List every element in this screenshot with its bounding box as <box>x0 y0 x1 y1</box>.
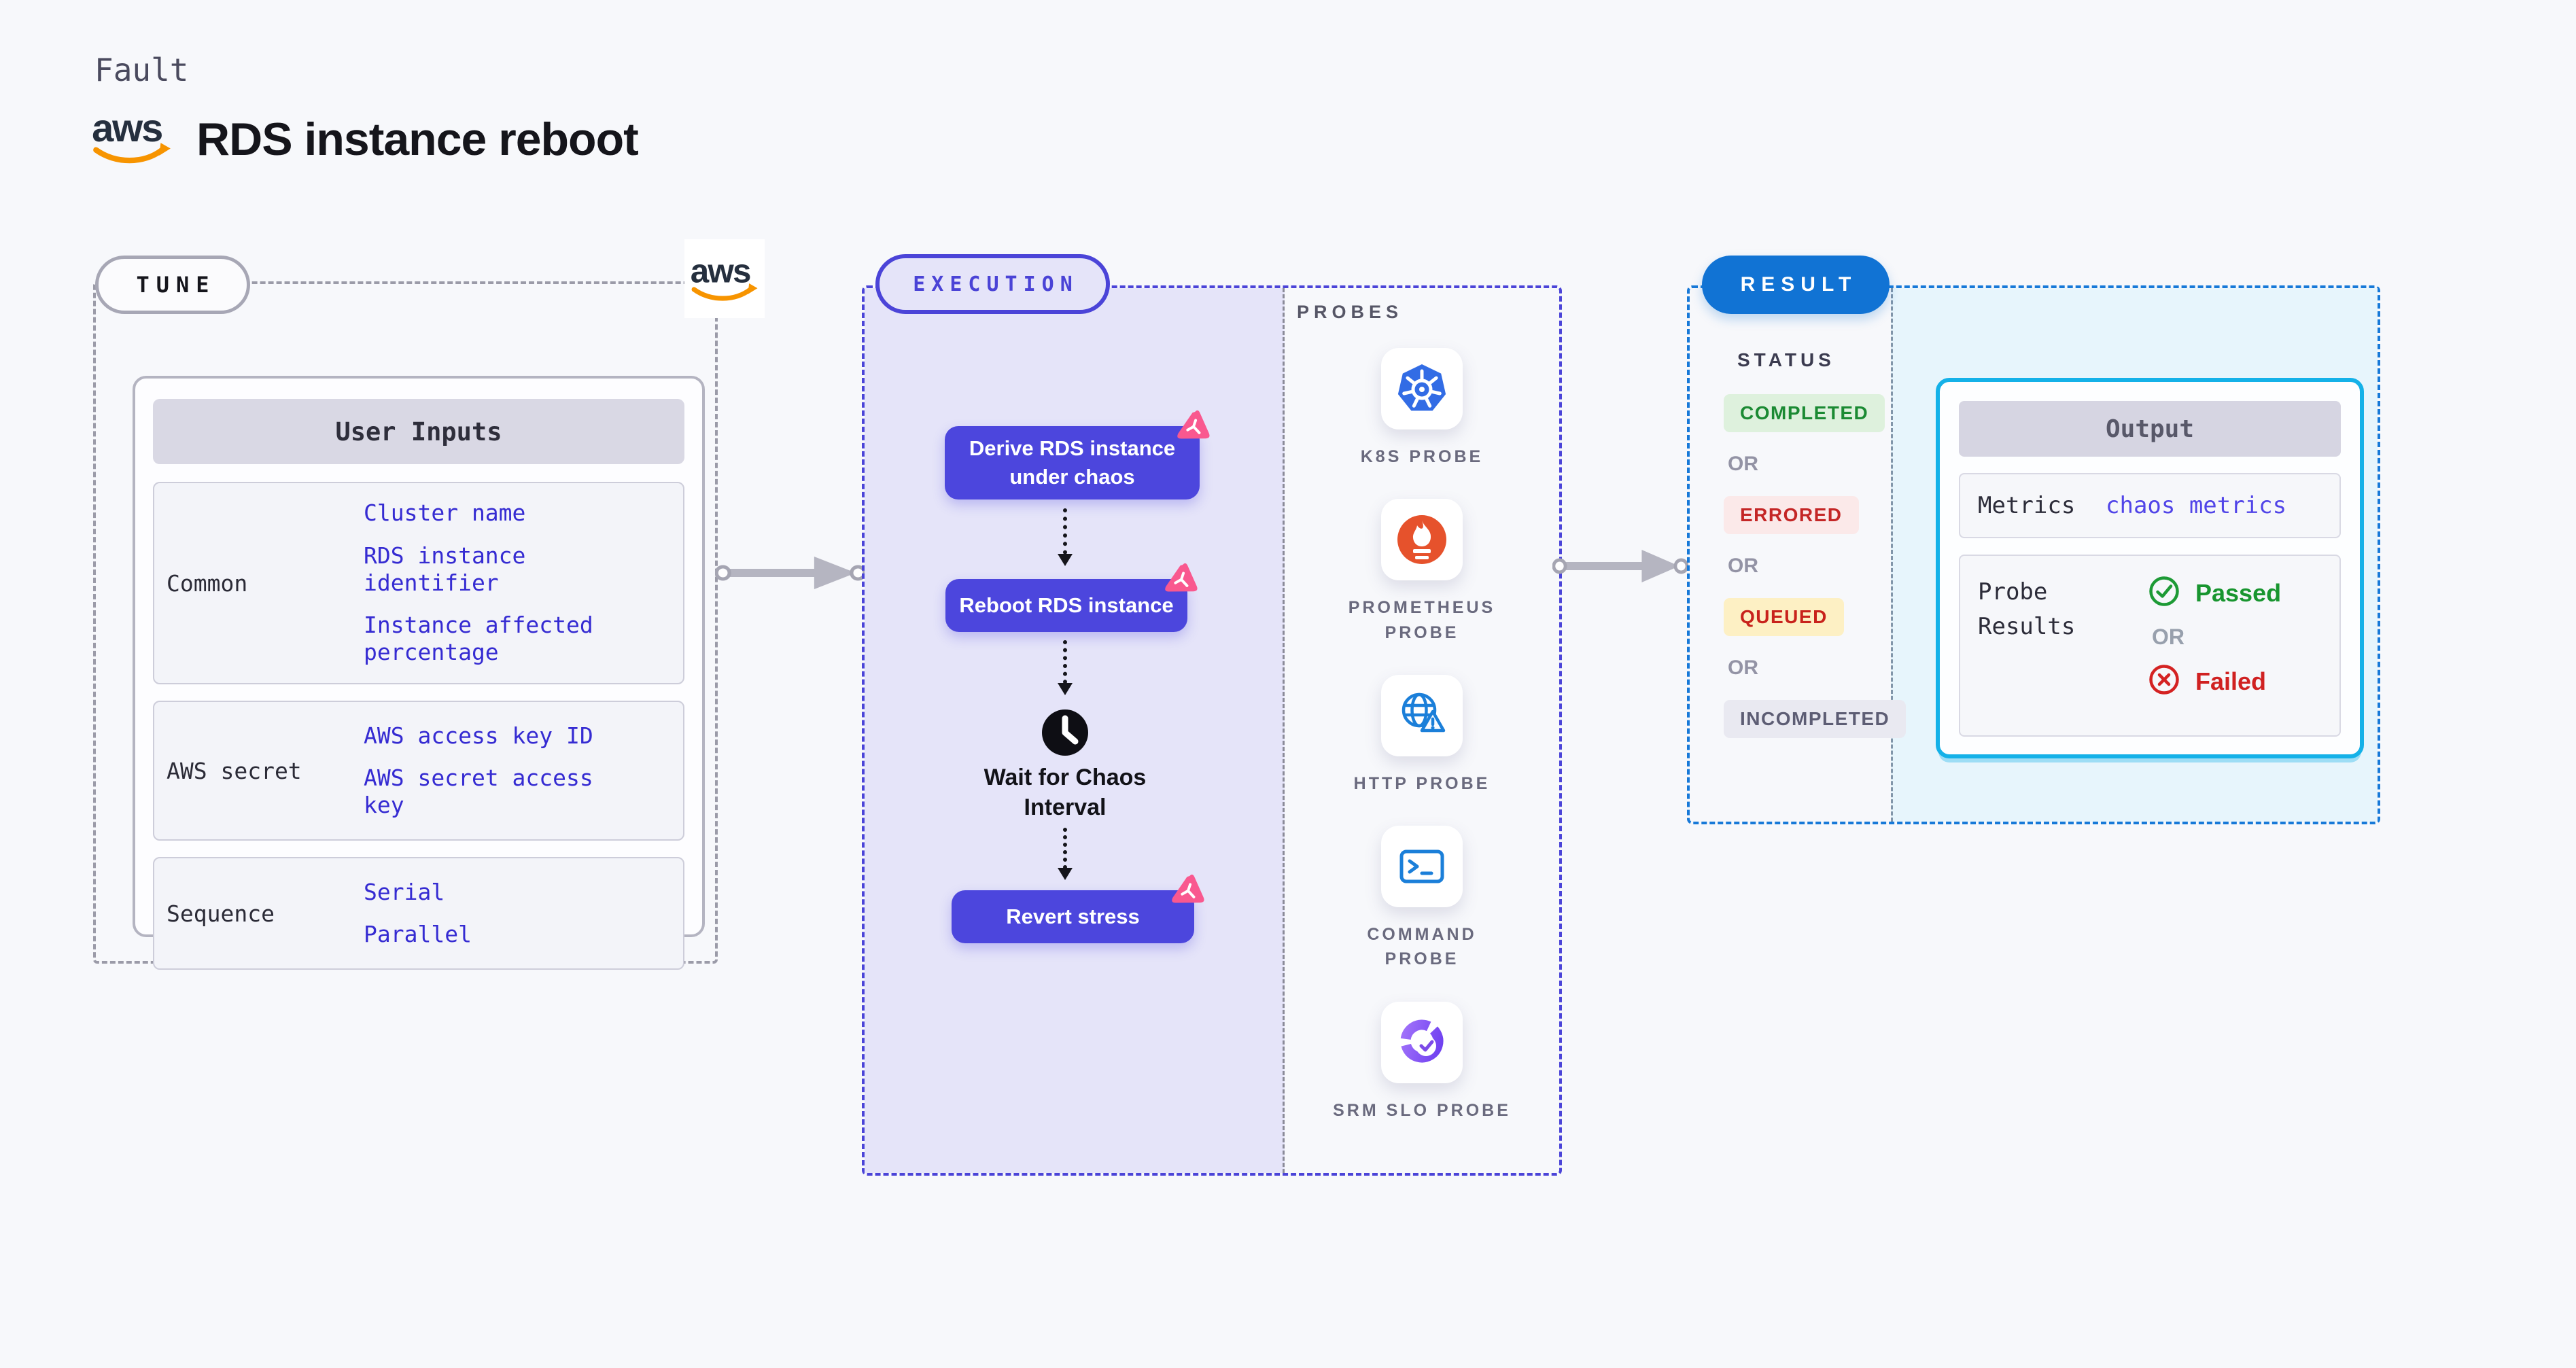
result-pill: RESULT <box>1702 256 1890 314</box>
probe-results-label: Probe Results <box>1978 578 2076 640</box>
terminal-icon <box>1381 826 1463 907</box>
probe-label: K8S PROBE <box>1360 447 1484 466</box>
output-card: Output Metrics chaos metrics Probe Resul… <box>1936 378 2364 758</box>
or-separator: OR <box>2152 625 2185 649</box>
node-label: Derive RDS instance under chaos <box>969 436 1176 489</box>
probe-label: COMMAND PROBE <box>1367 925 1477 969</box>
row-links: AWS access key ID AWS secret access key <box>364 722 629 820</box>
status-badge-incompleted: INCOMPLETED <box>1724 700 1907 738</box>
aws-icon <box>90 109 173 169</box>
user-inputs-card: User Inputs Common Cluster name RDS inst… <box>133 376 705 970</box>
status-badge-queued: QUEUED <box>1724 598 1844 636</box>
aws-icon <box>684 239 765 318</box>
chaos-litmus-icon <box>1172 404 1215 447</box>
probe-results-row: Probe Results Passed OR <box>1959 555 2341 737</box>
failed-label: Failed <box>2195 667 2267 695</box>
link-aws-access-key-id[interactable]: AWS access key ID <box>364 722 593 749</box>
status-badge-completed: COMPLETED <box>1724 394 1885 432</box>
row-label: AWS secret <box>167 757 302 784</box>
or-separator: OR <box>1728 555 1758 577</box>
node-reboot-rds-instance: Reboot RDS instance <box>945 559 1202 632</box>
probes-title: PROBES <box>1297 302 1404 322</box>
title-row: RDS instance reboot <box>90 109 639 169</box>
link-cluster-name[interactable]: Cluster name <box>364 499 526 527</box>
arrow-right-icon <box>1552 547 1689 589</box>
link-aws-secret-access-key[interactable]: AWS secret access key <box>364 764 593 819</box>
table-row-common: Common Cluster name RDS instance identif… <box>153 482 684 684</box>
passed-state: Passed <box>2148 575 2281 611</box>
x-circle-icon <box>2148 663 2180 699</box>
row-links: Cluster name RDS instance identifier Ins… <box>364 499 629 666</box>
kubernetes-icon <box>1380 348 1463 429</box>
link-instance-affected-percentage[interactable]: Instance affected percentage <box>364 612 593 666</box>
probe-label: PROMETHEUS PROBE <box>1348 598 1496 642</box>
row-label: Sequence <box>167 900 275 927</box>
execution-pill: EXECUTION <box>875 254 1110 314</box>
status-title: STATUS <box>1737 349 1835 370</box>
metrics-row: Metrics chaos metrics <box>1959 473 2341 538</box>
node-derive-rds-instance: Derive RDS instance under chaos <box>945 406 1215 499</box>
dotted-arrow-down-icon <box>1058 640 1073 695</box>
node-revert-stress: Revert stress <box>952 871 1209 943</box>
chaos-litmus-icon <box>1160 557 1203 600</box>
clock-icon <box>1041 708 1090 757</box>
table-row-sequence: Sequence Serial Parallel <box>153 857 684 970</box>
link-parallel[interactable]: Parallel <box>364 921 472 947</box>
wait-for-chaos-interval-label: Wait for Chaos Interval <box>984 765 1147 821</box>
probe-item-command: COMMAND PROBE <box>1330 826 1514 972</box>
status-badge-errored: ERRORED <box>1724 496 1859 534</box>
table-row-aws-secret: AWS secret AWS access key ID AWS secret … <box>153 701 684 841</box>
link-serial[interactable]: Serial <box>364 878 445 905</box>
probe-label: HTTP PROBE <box>1353 773 1491 793</box>
probe-label: SRM SLO PROBE <box>1333 1100 1511 1120</box>
probe-list: K8S PROBE PROMETHEUS PROBE <box>1282 348 1562 1123</box>
row-links: Serial Parallel <box>364 879 629 949</box>
probe-item-srm-slo: SRM SLO PROBE <box>1333 1001 1511 1123</box>
probe-result-states: Passed OR Failed <box>2148 575 2281 699</box>
chaos-metrics-link[interactable]: chaos metrics <box>2106 492 2287 519</box>
fault-kicker: Fault <box>94 52 189 88</box>
prometheus-icon <box>1381 499 1463 581</box>
passed-label: Passed <box>2195 578 2282 607</box>
or-separator: OR <box>1728 656 1758 679</box>
probe-item-prometheus: PROMETHEUS PROBE <box>1330 499 1514 645</box>
probe-item-http: HTTP PROBE <box>1353 674 1491 796</box>
arrow-right-icon <box>714 554 867 595</box>
node-label: Revert stress <box>1006 905 1140 929</box>
check-circle-icon <box>2148 575 2180 611</box>
status-list: COMPLETED OR ERRORED OR QUEUED OR INCOMP… <box>1724 394 1907 738</box>
link-rds-instance-identifier[interactable]: RDS instance identifier <box>364 542 526 596</box>
user-inputs-header: User Inputs <box>153 399 684 464</box>
slo-gauge-icon <box>1381 1001 1463 1083</box>
dotted-arrow-down-icon <box>1058 508 1073 566</box>
or-separator: OR <box>1728 453 1758 475</box>
failed-state: Failed <box>2148 663 2281 699</box>
globe-alert-icon <box>1380 674 1463 756</box>
chaos-litmus-icon <box>1167 869 1210 911</box>
node-label: Reboot RDS instance <box>959 593 1174 618</box>
probe-item-k8s: K8S PROBE <box>1361 348 1483 469</box>
output-header: Output <box>1959 401 2341 457</box>
row-label: Common <box>167 569 248 597</box>
dotted-arrow-down-icon <box>1058 828 1073 880</box>
tune-pill: TUNE <box>95 256 250 314</box>
page-title: RDS instance reboot <box>196 113 639 165</box>
metrics-label: Metrics <box>1978 491 2076 519</box>
